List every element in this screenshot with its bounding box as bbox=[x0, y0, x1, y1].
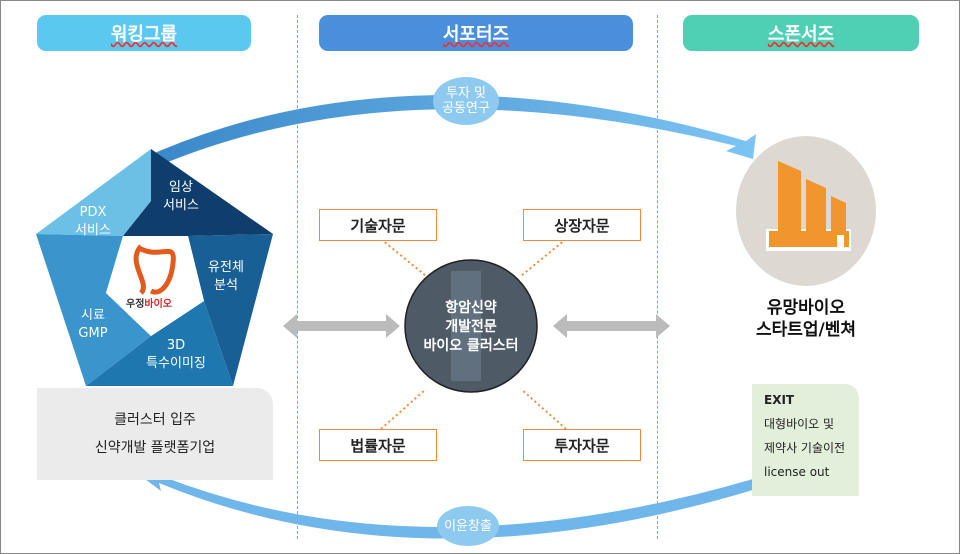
double-arrow-right bbox=[553, 314, 670, 338]
center-line: 항암신약 bbox=[445, 300, 497, 316]
label-line: 분석 bbox=[214, 278, 238, 293]
pentagon-segment-imaging bbox=[86, 301, 233, 386]
exit-line: 제약사 기술이전 bbox=[764, 441, 846, 455]
exit-title: EXIT bbox=[764, 393, 795, 407]
segment-label-pdx: PDX 서비스 bbox=[63, 204, 123, 240]
startup-line: 스타트업/벤쳐 bbox=[755, 320, 857, 340]
exit-line: license out bbox=[764, 465, 830, 479]
pentagon-segment-pdx bbox=[36, 149, 151, 236]
header-supporters: 서포터즈 bbox=[319, 15, 633, 51]
legal-advisory-box: 법률자문 bbox=[319, 429, 437, 461]
woojung-bio-logo: 우정바이오 bbox=[126, 295, 172, 310]
center-line: 개발전문 bbox=[445, 319, 497, 335]
cluster-box: 클러스터 입주 신약개발 플랫폼기업 bbox=[37, 388, 273, 480]
center-label: 항암신약 개발전문 바이오 클러스터 bbox=[405, 299, 537, 356]
pentagon-segment-gmp bbox=[36, 234, 151, 386]
divider-right bbox=[657, 15, 658, 539]
startup-label: 유망바이오 스타트업/벤쳐 bbox=[731, 297, 881, 341]
pentagon-center bbox=[106, 236, 204, 336]
badge-line: 투자 및 bbox=[445, 86, 486, 101]
label-line: GMP bbox=[78, 326, 108, 341]
building-icon bbox=[766, 161, 851, 251]
divider-left bbox=[297, 15, 298, 539]
listing-advisory-box: 상장자문 bbox=[523, 209, 641, 241]
profit-badge: 이윤창출 bbox=[437, 506, 499, 546]
label-line: 유전체 bbox=[208, 260, 244, 275]
label-line: PDX bbox=[79, 205, 107, 220]
label-line: 임상 bbox=[169, 180, 193, 195]
logo-text: 바이오 bbox=[144, 299, 173, 310]
tech-advisory-box: 기술자문 bbox=[319, 209, 437, 241]
logo-mark-icon bbox=[133, 244, 176, 295]
label-line: 특수이미징 bbox=[146, 356, 206, 371]
dotted-arrows bbox=[380, 238, 567, 430]
segment-label-gmp: 시료 GMP bbox=[63, 307, 123, 343]
pentagon-segment-genome bbox=[188, 234, 273, 386]
cluster-line: 신약개발 플랫폼기업 bbox=[94, 440, 216, 456]
badge-line: 공동연구 bbox=[442, 101, 490, 116]
top-arc-arrow bbox=[141, 95, 756, 167]
header-sponsors: 스폰서즈 bbox=[683, 15, 919, 51]
label-line: 서비스 bbox=[163, 198, 199, 213]
label-line: 서비스 bbox=[75, 223, 111, 238]
label-line: 3D bbox=[166, 338, 186, 353]
label-line: 시료 bbox=[81, 308, 105, 323]
cluster-line: 클러스터 입주 bbox=[114, 412, 196, 428]
pentagon-segment-clinical bbox=[123, 149, 273, 236]
bottom-arc-arrow bbox=[141, 469, 756, 539]
logo-text: 우정 bbox=[126, 299, 145, 310]
header-working-group: 워킹그룹 bbox=[37, 15, 251, 51]
center-line: 바이오 클러스터 bbox=[423, 338, 519, 354]
exit-line: 대형바이오 및 bbox=[764, 417, 835, 431]
startup-line: 유망바이오 bbox=[766, 298, 846, 318]
segment-label-imaging: 3D 특수이미징 bbox=[141, 337, 211, 373]
invest-advisory-box: 투자자문 bbox=[523, 429, 641, 461]
double-arrow-left bbox=[283, 314, 400, 338]
exit-box: EXIT 대형바이오 및 제약사 기술이전 license out bbox=[752, 384, 859, 496]
